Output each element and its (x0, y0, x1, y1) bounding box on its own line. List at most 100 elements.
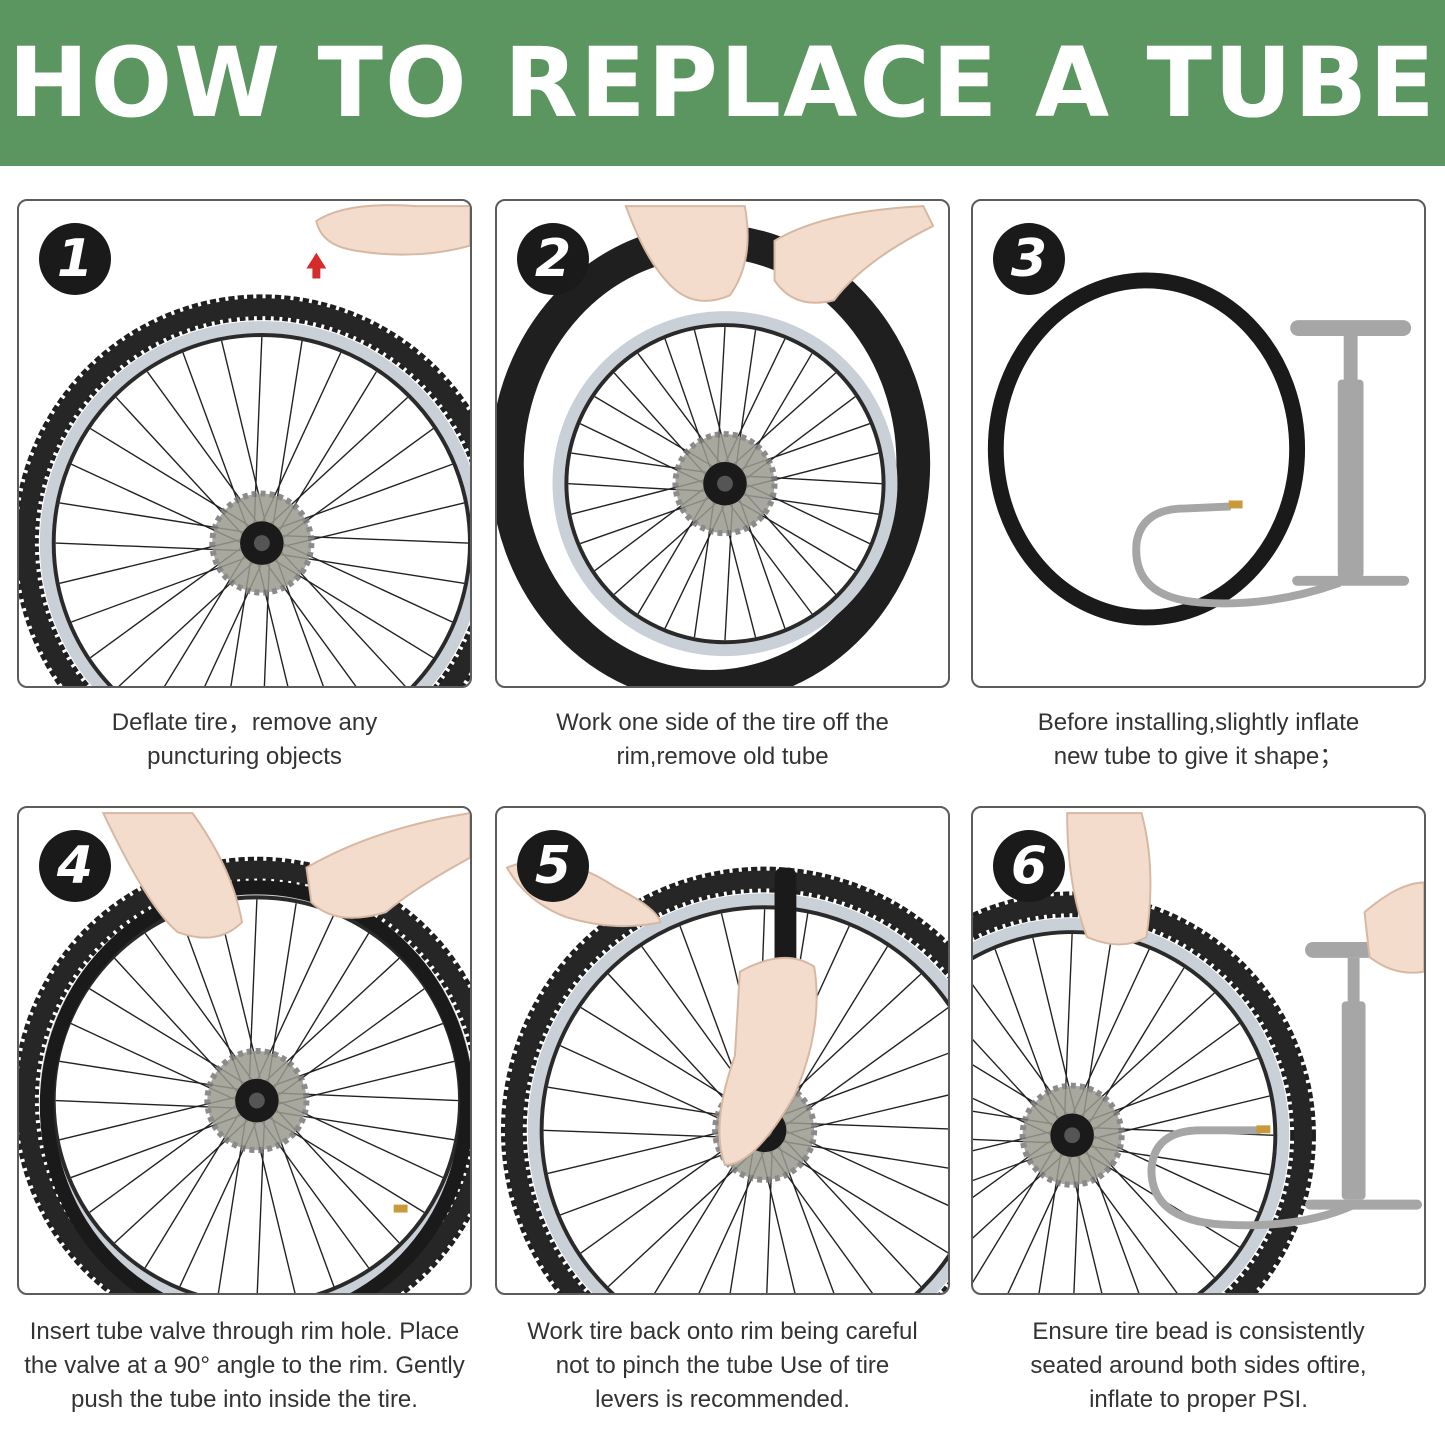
step-1-caption: Deflate tire，remove any puncturing objec… (17, 706, 472, 774)
floor-pump (1290, 320, 1412, 586)
spoke (275, 1111, 455, 1141)
spoke (543, 1129, 745, 1139)
spoke (70, 1114, 242, 1179)
spoke (272, 340, 303, 525)
step-3-panel: 3 (971, 199, 1426, 688)
caption-line: Ensure tire bead is consistently (1032, 1318, 1365, 1345)
caption-line: Work tire back onto rim being careful (527, 1318, 918, 1345)
hand-illustration (101, 812, 244, 939)
tire (505, 870, 948, 1293)
rim-inner (564, 323, 886, 645)
spoke (973, 1149, 1057, 1182)
spoke (547, 1086, 747, 1120)
floor-pump (1305, 941, 1423, 1210)
spoke (1086, 1151, 1140, 1293)
caption-line: push the tube into inside the tire. (71, 1386, 418, 1413)
spoke (607, 973, 746, 1122)
valve-icon (393, 1204, 408, 1213)
spoke (780, 1052, 948, 1117)
step-4-badge: 4 (39, 830, 111, 902)
spoke (781, 946, 889, 1118)
spoke (274, 560, 434, 659)
tire (19, 860, 470, 1293)
spoke (1091, 1143, 1215, 1278)
spoke (547, 1126, 744, 1175)
spoke (272, 1022, 444, 1087)
bicycle-wheel (973, 891, 1316, 1293)
spoke (1087, 1057, 1259, 1122)
spoke (269, 1117, 425, 1213)
spoke (760, 1151, 796, 1293)
hand-illustration (1066, 812, 1152, 946)
caption-line: levers is recommended. (595, 1386, 850, 1413)
valve-icon (1256, 1125, 1271, 1134)
tire (19, 298, 470, 686)
spoke (778, 1146, 835, 1293)
spoke (1082, 937, 1113, 1117)
inner-tube (987, 272, 1306, 626)
spoke (729, 1148, 754, 1293)
spoke (560, 1045, 744, 1130)
caption-line: seated around both sides oftire, (1030, 1352, 1367, 1379)
valve-icon (1228, 500, 1243, 509)
spoke (262, 352, 342, 522)
spoke (580, 1134, 744, 1254)
caption-line: not to pinch the tube Use of tire (555, 1352, 890, 1379)
spoke (698, 1151, 765, 1293)
spoke (220, 340, 266, 522)
spoke (270, 396, 409, 524)
axle (1064, 1127, 1081, 1144)
arrow-up-icon (306, 252, 327, 279)
rim-inner (973, 930, 1278, 1293)
spoke (163, 555, 245, 686)
step-2-badge: 2 (517, 223, 589, 295)
caption-line: the valve at a 90° angle to the rim. Gen… (24, 1352, 465, 1379)
step-6-panel: 6 (971, 806, 1426, 1295)
spoke (786, 1130, 948, 1207)
spoke (71, 463, 241, 543)
spoke (1032, 937, 1077, 1114)
pump-hose (1132, 502, 1342, 608)
spoke (785, 1122, 948, 1130)
caption-line: puncturing objects (147, 743, 342, 770)
spoke (560, 1144, 749, 1216)
spoke (144, 1113, 240, 1269)
rim-inner (51, 333, 470, 686)
spoke (70, 1022, 236, 1101)
step-5-panel: 5 (495, 806, 950, 1295)
caption-line: rim,remove old tube (616, 743, 829, 770)
spoke (267, 903, 297, 1083)
spoke (281, 551, 406, 686)
rim (39, 321, 470, 686)
step-1-panel: 1 (17, 199, 472, 688)
spoke (59, 539, 241, 585)
spoke (786, 1094, 948, 1135)
caption-line: Deflate tire，remove any (111, 709, 378, 736)
spoke (90, 547, 242, 659)
bicycle-wheel (501, 866, 948, 1293)
bicycle-wheel (552, 311, 898, 657)
spoke (277, 463, 453, 530)
spoke (785, 1006, 948, 1126)
spoke (973, 1097, 1051, 1135)
wheel-illustration (501, 860, 948, 1293)
rim (552, 311, 898, 657)
caption-line: new tube to give it shape； (1053, 743, 1344, 770)
rim (527, 893, 948, 1293)
step-2-panel: 2 (495, 199, 950, 688)
spoke (973, 1138, 1052, 1144)
hand-illustration (718, 957, 818, 1166)
axle (248, 1092, 265, 1109)
wheel-and-pump-illustration (973, 812, 1424, 1293)
step-4-panel: 4 (17, 806, 472, 1295)
step-5-caption: Work tire back onto rim being careful no… (495, 1315, 950, 1417)
spoke (270, 1116, 335, 1287)
spoke (71, 557, 247, 623)
title-banner: HOW TO REPLACE A TUBE (0, 0, 1445, 166)
spoke (280, 553, 465, 585)
caption-line: inflate to proper PSI. (1089, 1386, 1308, 1413)
axle (253, 535, 270, 552)
spoke (55, 542, 242, 552)
hand-illustration (1363, 881, 1424, 974)
spoke (265, 957, 400, 1082)
